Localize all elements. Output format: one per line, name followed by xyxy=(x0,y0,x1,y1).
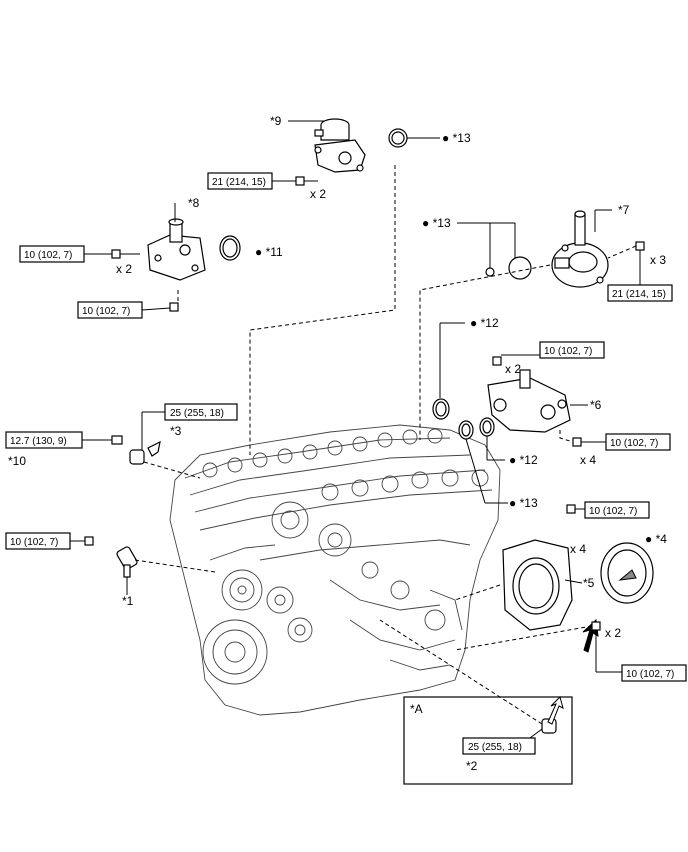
qty-6a: x 2 xyxy=(505,362,521,376)
crankshaft-pulley xyxy=(202,619,268,685)
camshaft-lobes xyxy=(202,428,489,501)
part-10-plug xyxy=(111,435,123,445)
torque-5a: 10 (102, 7) xyxy=(589,506,637,517)
label-10: *10 xyxy=(8,454,26,468)
torque-2: 25 (255, 18) xyxy=(468,742,522,753)
torque-box-6a xyxy=(539,341,605,359)
water-pump-pulley xyxy=(221,569,263,611)
torque-8b: 10 (102, 7) xyxy=(82,306,130,317)
label-12-bottom: ● *12 xyxy=(509,453,538,467)
part-4-oil-seal xyxy=(600,542,654,604)
part-13-o-ring-mid xyxy=(508,256,532,280)
part-9-water-inlet xyxy=(314,118,366,173)
part-6-water-bypass xyxy=(487,369,571,433)
qty-7: x 3 xyxy=(650,253,666,267)
qty-8: x 2 xyxy=(116,262,132,276)
label-6: *6 xyxy=(590,398,602,412)
inset-a-label: *A xyxy=(410,702,423,716)
torque-box-5a xyxy=(584,501,650,519)
label-4: ● *4 xyxy=(645,532,667,546)
torque-6b: 10 (102, 7) xyxy=(610,438,658,449)
torque-10: 12.7 (130, 9) xyxy=(10,436,67,447)
qty-9: x 2 xyxy=(310,187,326,201)
hollow-arrow-icon xyxy=(547,696,564,725)
engine-block xyxy=(169,424,501,716)
label-13-bottom: ● *13 xyxy=(509,496,538,510)
label-8: *8 xyxy=(188,196,200,210)
nut-icon xyxy=(492,356,502,366)
bolt-icon xyxy=(84,536,94,546)
small-o-ring xyxy=(485,267,495,277)
qty-6b: x 4 xyxy=(580,453,596,467)
part-5-retainer xyxy=(502,539,573,631)
torque-box-7 xyxy=(607,284,673,302)
label-9: *9 xyxy=(270,114,282,128)
torque-9: 21 (214, 15) xyxy=(212,177,266,188)
label-11: ● *11 xyxy=(255,245,283,259)
torque-3: 25 (255, 18) xyxy=(170,408,224,419)
part-1-sensor xyxy=(116,546,138,578)
torque-5b: 10 (102, 7) xyxy=(626,669,674,680)
torque-box-2 xyxy=(462,737,536,755)
bolt-icon xyxy=(111,249,140,259)
torque-box-6b xyxy=(605,433,671,451)
label-3: *3 xyxy=(170,424,182,438)
label-13-mid: ● *13 xyxy=(422,216,451,230)
bolt-icon xyxy=(591,621,601,631)
bolt-icon xyxy=(635,241,645,251)
label-2: *2 xyxy=(466,759,478,773)
torque-1: 10 (102, 7) xyxy=(10,537,58,548)
label-5: *5 xyxy=(583,576,595,590)
label-12-top: ● *12 xyxy=(470,316,499,330)
torque-6a: 10 (102, 7) xyxy=(544,346,592,357)
part-7-vacuum-pump xyxy=(551,210,609,288)
torque-box-5b xyxy=(621,664,687,682)
qty-5b: x 2 xyxy=(605,626,621,640)
part-8-water-outlet xyxy=(147,218,206,281)
bolt-icon xyxy=(295,176,318,186)
part-3-sensor xyxy=(129,440,161,465)
qty-5a: x 4 xyxy=(570,542,586,556)
label-13-top: ● *13 xyxy=(442,131,471,145)
bolt-icon xyxy=(566,504,576,514)
bolt-icon xyxy=(572,437,582,447)
torque-8a: 10 (102, 7) xyxy=(24,250,72,261)
torque-7: 21 (214, 15) xyxy=(612,289,666,300)
label-1: *1 xyxy=(122,594,134,608)
nut-icon xyxy=(169,302,179,312)
label-7: *7 xyxy=(618,203,630,217)
